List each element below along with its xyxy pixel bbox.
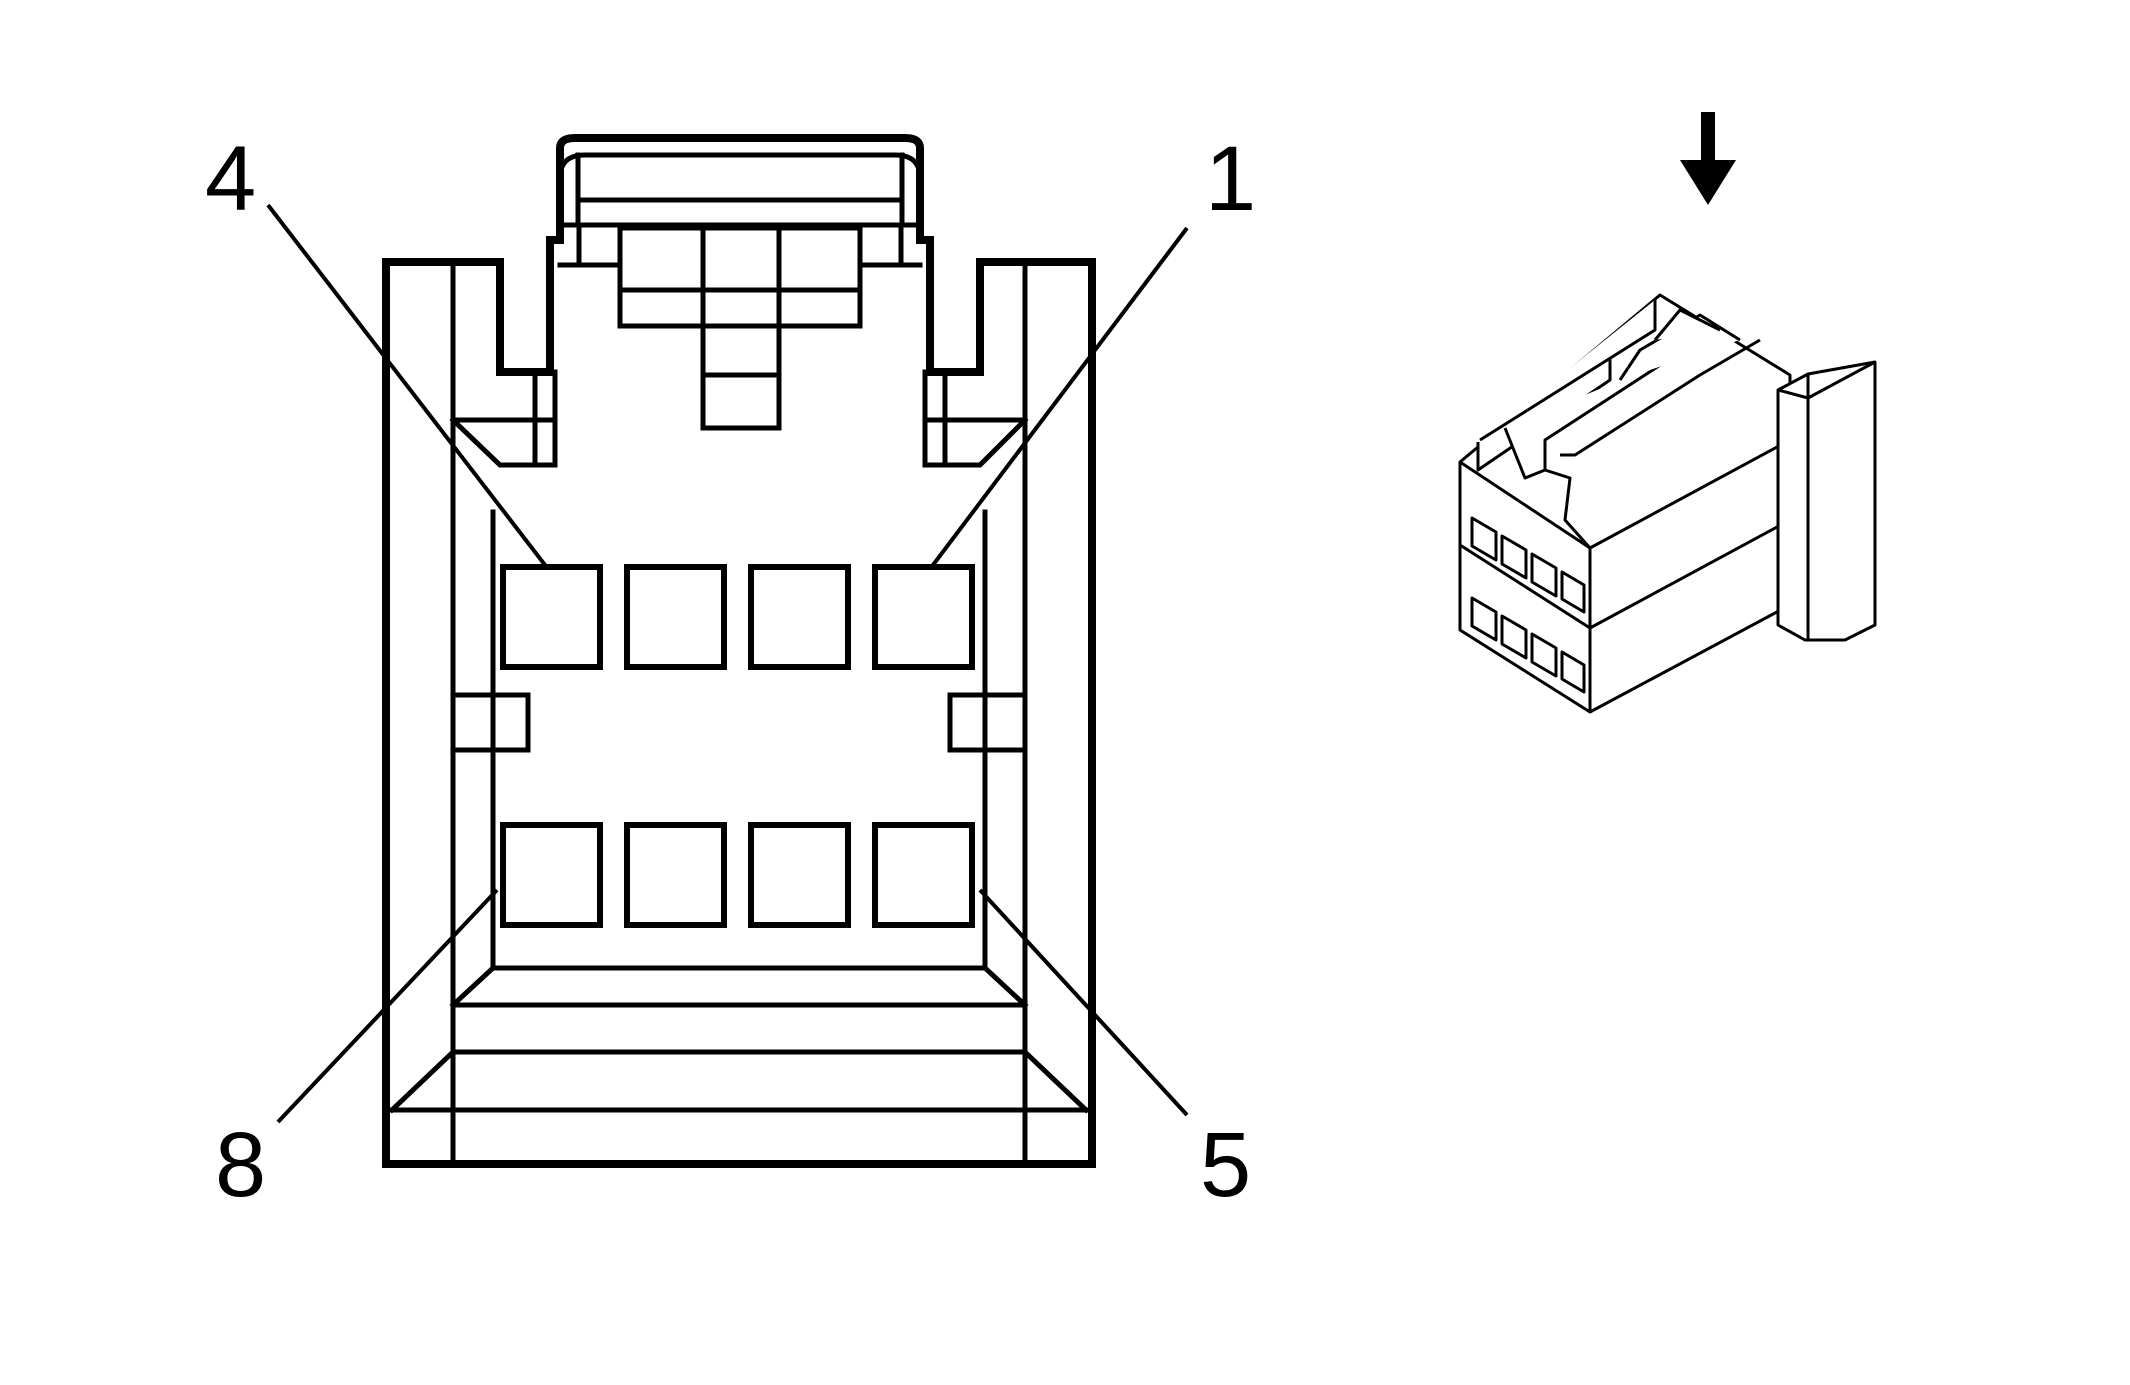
pin-5-cavity: [872, 822, 975, 928]
pin-label-1: 1: [1205, 128, 1256, 230]
pin-cavities: [500, 564, 975, 928]
iso-rear-cover: [1776, 360, 1877, 642]
connector-isometric-view: [1458, 293, 1877, 714]
pin-1-cavity: [872, 564, 975, 670]
leader-pin-5: [978, 888, 1189, 1117]
down-arrow-icon: [1680, 112, 1736, 205]
latch: [557, 152, 923, 431]
leader-pin-1: [931, 226, 1189, 567]
pin-label-5: 5: [1200, 1114, 1251, 1216]
iso-cavities-top: [1470, 516, 1586, 614]
iso-cavities-bottom: [1470, 596, 1586, 694]
pin-label-4: 4: [205, 128, 256, 230]
pin-2-cavity: [748, 564, 851, 670]
pin-8-cavity: [500, 822, 603, 928]
pin-6-cavity: [748, 822, 851, 928]
pin-4-cavity: [500, 564, 603, 670]
leader-lines: [266, 203, 1189, 1124]
pin-label-8: 8: [215, 1114, 266, 1216]
housing-outline: [382, 134, 1096, 1168]
leader-pin-8: [276, 888, 499, 1124]
connector-front-view: [266, 134, 1189, 1168]
inner-walls: [388, 265, 1090, 1161]
pin-3-cavity: [624, 564, 727, 670]
leader-pin-4: [266, 203, 547, 567]
pin-7-cavity: [624, 822, 727, 928]
